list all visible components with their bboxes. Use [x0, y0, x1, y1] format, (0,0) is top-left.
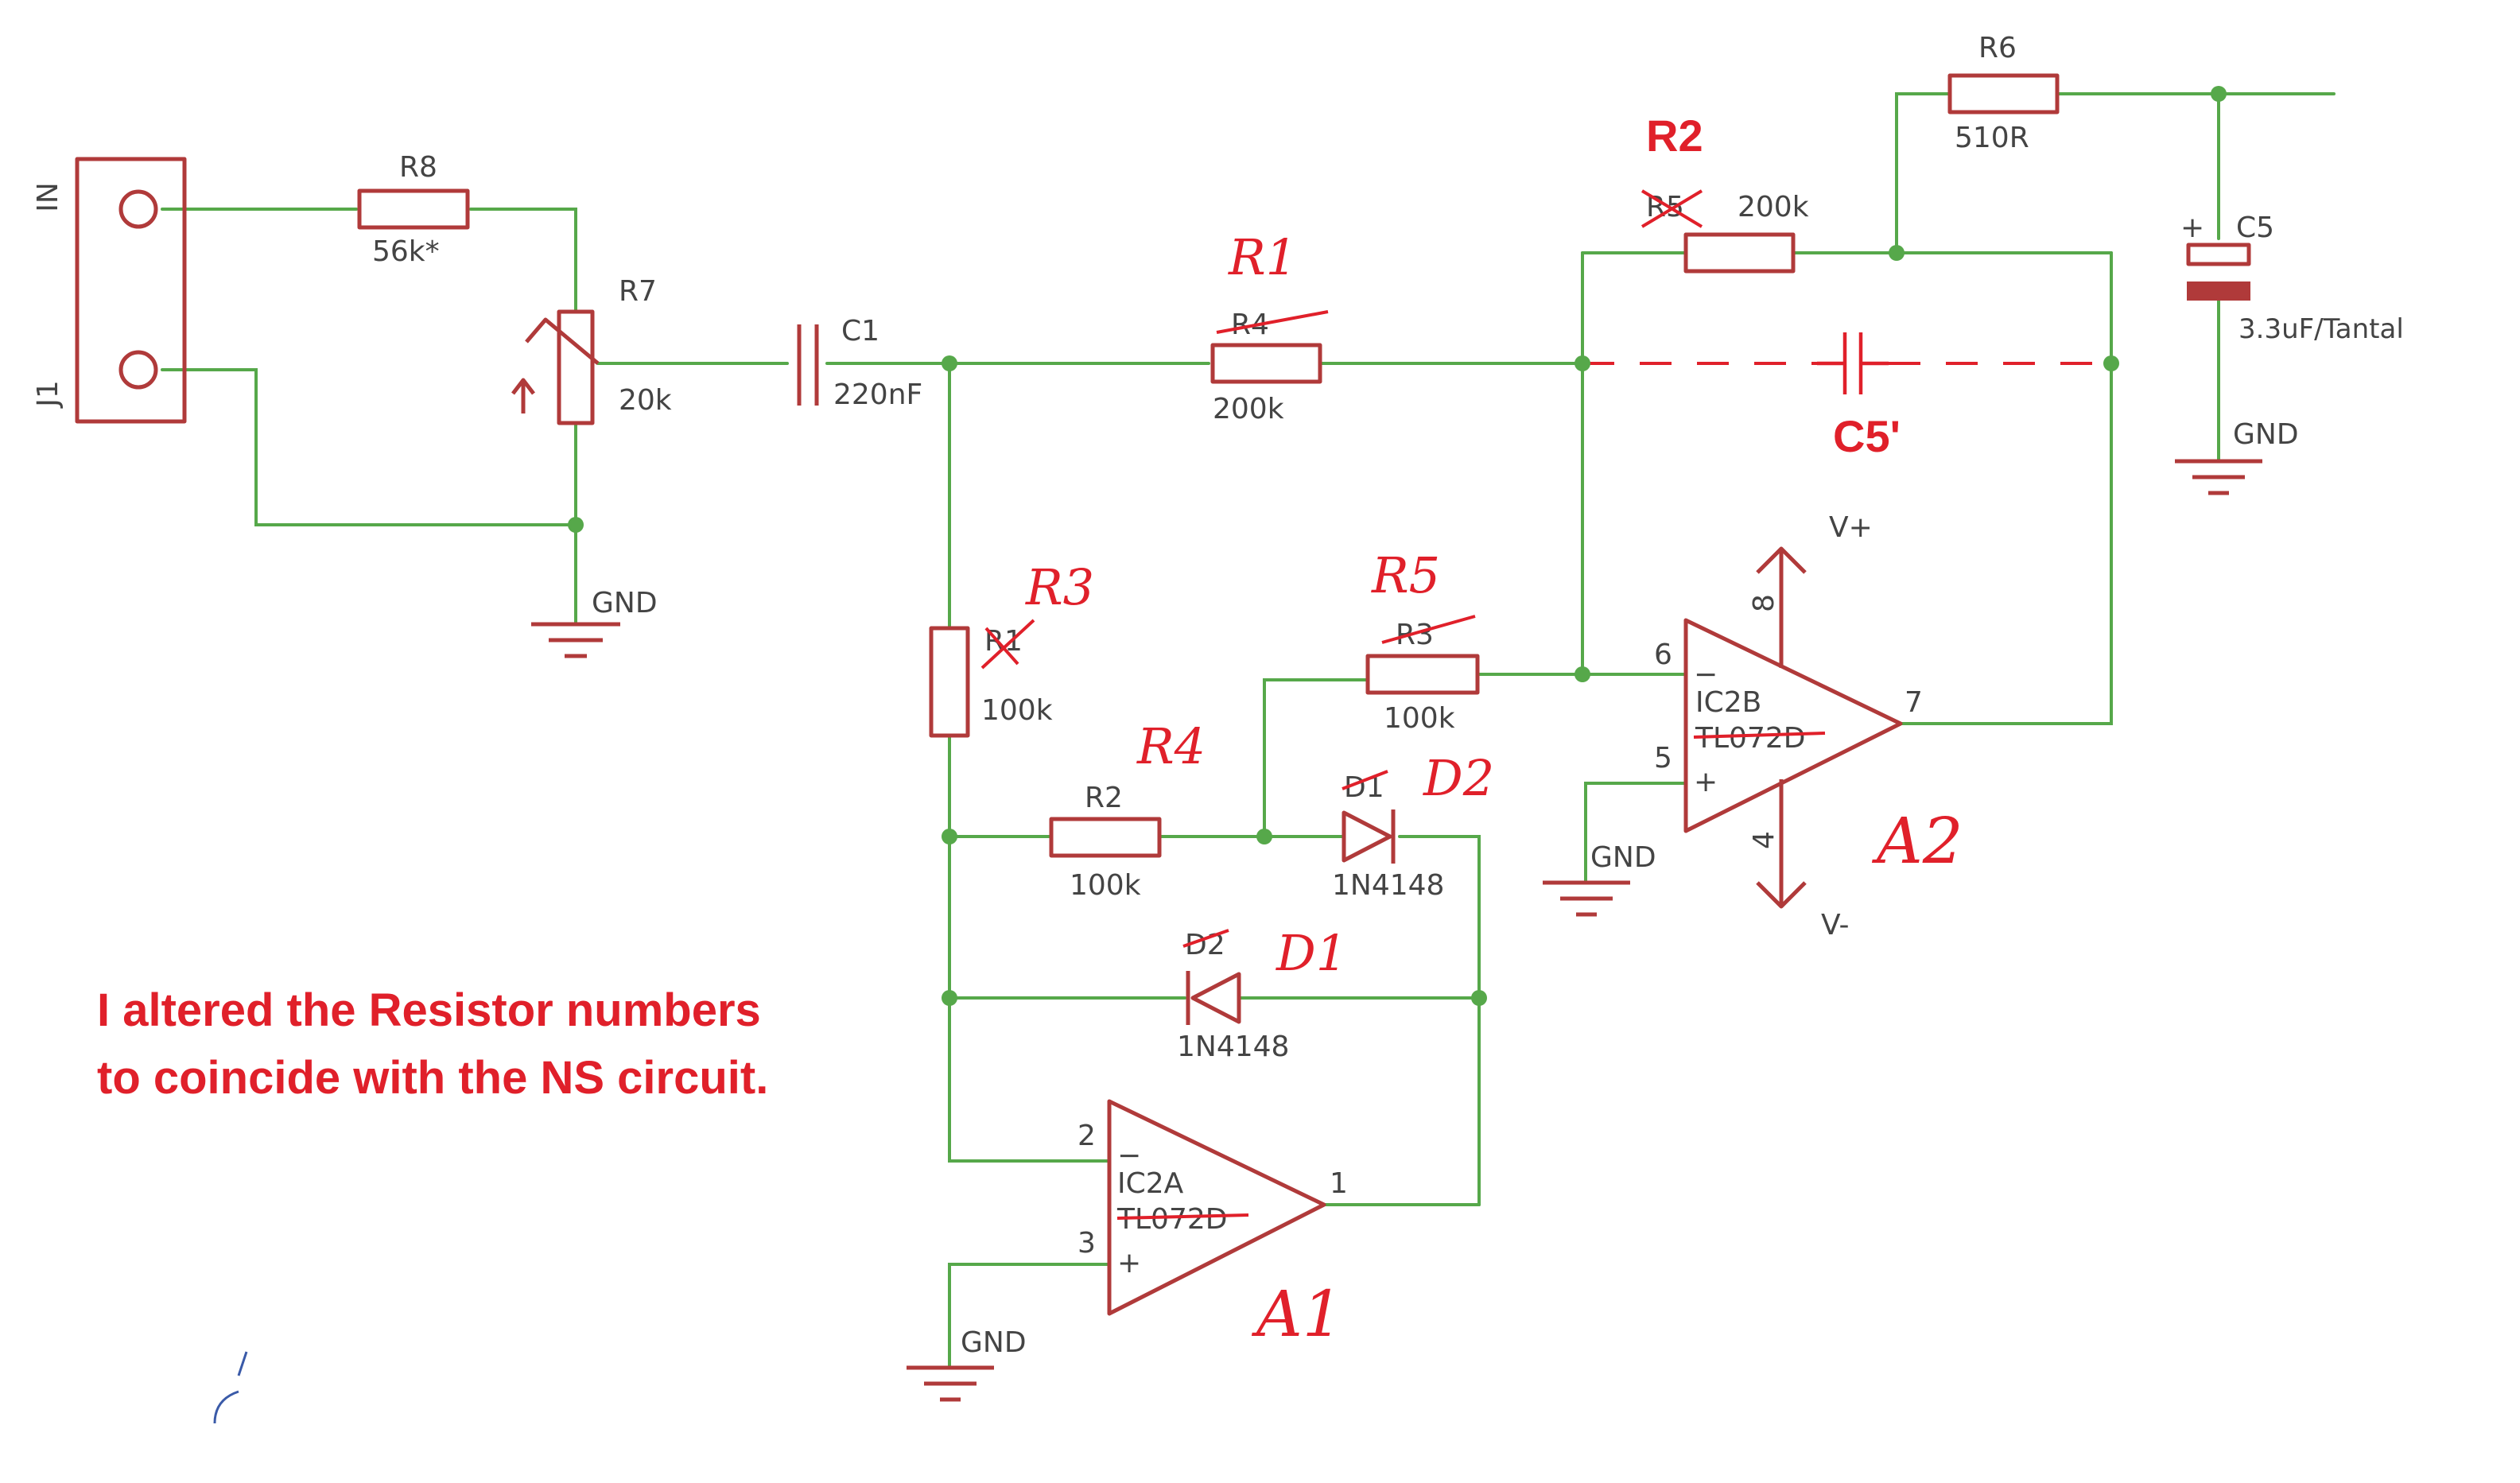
d1-value: 1N4148 [1332, 869, 1444, 902]
note-line-2: to coincide with the NS circuit. [97, 1052, 768, 1104]
r2-value: 100k [1070, 869, 1141, 902]
ic2b-new-ref: A2 [1871, 804, 1963, 878]
potentiometer-r7: R7 20k [511, 275, 672, 425]
capacitor-c5: + C5 3.3uF/Tantal [2180, 212, 2404, 345]
capacitor-c1: C1 220nF [797, 315, 922, 411]
resistor-r4: R4 200k R1 [1210, 228, 1329, 425]
d2-new-ref: D1 [1276, 924, 1347, 982]
connector-j1: IN J1 [32, 157, 187, 424]
c5-polarity: + [2180, 212, 2204, 244]
ic2b-pin-vminus: 4 [1748, 831, 1780, 849]
ic2b-value: TL072D [1695, 722, 1805, 755]
connector-ref: J1 [32, 380, 64, 409]
ic2b-pin-out: 7 [1905, 686, 1923, 719]
ic2a-value: TL072D [1116, 1203, 1227, 1236]
ic2b-vplus: V+ [1829, 511, 1873, 544]
ic2a-ref: IC2A [1117, 1167, 1184, 1200]
gnd-label-left: GND [592, 587, 658, 619]
r5-value: 200k [1738, 191, 1809, 223]
gnd-label-right: GND [2233, 418, 2299, 451]
note-line-1: I altered the Resistor numbers [97, 984, 761, 1036]
c1-value: 220nF [833, 379, 922, 411]
r1-ref: R1 [984, 625, 1023, 658]
c5-value: 3.3uF/Tantal [2238, 313, 2404, 345]
r4-new-ref: R1 [1228, 228, 1297, 286]
d2-value: 1N4148 [1177, 1031, 1289, 1063]
gnd-label-ic2a: GND [961, 1326, 1027, 1359]
ic2b-minus: − [1694, 658, 1718, 691]
pen-mark [213, 1351, 248, 1424]
ground-symbol-ic2b: GND [1543, 841, 1656, 917]
resistor-r8: R8 56k* [357, 151, 470, 268]
ic2b-pin-noninv: 5 [1654, 742, 1672, 774]
r1-value: 100k [981, 694, 1053, 727]
ic2a-pin-noninv: 3 [1078, 1227, 1096, 1260]
junctions [568, 86, 2227, 1006]
ic2a-pin-out: 1 [1330, 1167, 1348, 1200]
ground-symbol-ic2a: GND [907, 1326, 1027, 1402]
resistor-r5: R5 200k R2 [1641, 111, 1809, 274]
gnd-label-ic2b: GND [1590, 841, 1656, 874]
ic2a-pin-inv: 2 [1078, 1120, 1096, 1152]
r2-ref: R2 [1085, 782, 1123, 814]
d1-new-ref: D2 [1423, 749, 1494, 807]
ic2b-ref: IC2B [1695, 686, 1761, 719]
resistor-r6: R6 510R [1947, 32, 2060, 154]
resistor-r2: R2 100k R4 [1049, 717, 1206, 902]
r3-new-ref: R5 [1371, 546, 1440, 604]
r1-new-ref: R3 [1025, 558, 1094, 616]
annotation-note: I altered the Resistor numbers to coinci… [97, 984, 768, 1104]
r5-new-ref: R2 [1646, 111, 1703, 161]
ic2a-minus: − [1117, 1139, 1141, 1172]
opamp-ic2b: − + 6 5 7 8 4 IC2B TL072D V+ V- A2 [1654, 511, 1963, 941]
r6-value: 510R [1955, 122, 2029, 154]
ground-symbol-right: GND [2175, 418, 2299, 495]
c1-ref: C1 [841, 315, 879, 347]
r3-value: 100k [1384, 702, 1455, 735]
c5-prime-branch [1582, 332, 2111, 394]
ic2b-pin-inv: 6 [1654, 639, 1672, 671]
c5-prime-label: C5' [1833, 411, 1901, 461]
diode-d2: D2 1N4148 D1 [1177, 924, 1347, 1063]
r2-new-ref: R4 [1136, 717, 1206, 775]
c5-ref: C5 [2236, 212, 2274, 244]
r8-value: 56k* [372, 235, 440, 268]
ic2b-vminus: V- [1821, 909, 1850, 941]
resistor-r1: R1 100k R3 [929, 558, 1094, 738]
resistor-r3: R3 100k R5 [1365, 546, 1480, 735]
ic2b-pin-vplus: 8 [1748, 594, 1780, 612]
r4-value: 200k [1213, 393, 1284, 425]
diode-d1: D1 1N4148 D2 [1332, 749, 1494, 902]
r8-ref: R8 [399, 151, 437, 184]
r6-ref: R6 [1978, 32, 2017, 64]
ground-symbol-left: GND [531, 587, 658, 658]
r7-value: 20k [619, 384, 672, 417]
connector-pin-label: IN [32, 182, 64, 212]
ic2a-plus: + [1117, 1247, 1141, 1279]
ic2b-plus: + [1694, 766, 1718, 798]
ic2a-new-ref: A1 [1251, 1277, 1343, 1351]
r7-ref: R7 [619, 275, 657, 308]
opamp-ic2a: − + 2 3 1 IC2A TL072D A1 [1078, 1099, 1348, 1351]
